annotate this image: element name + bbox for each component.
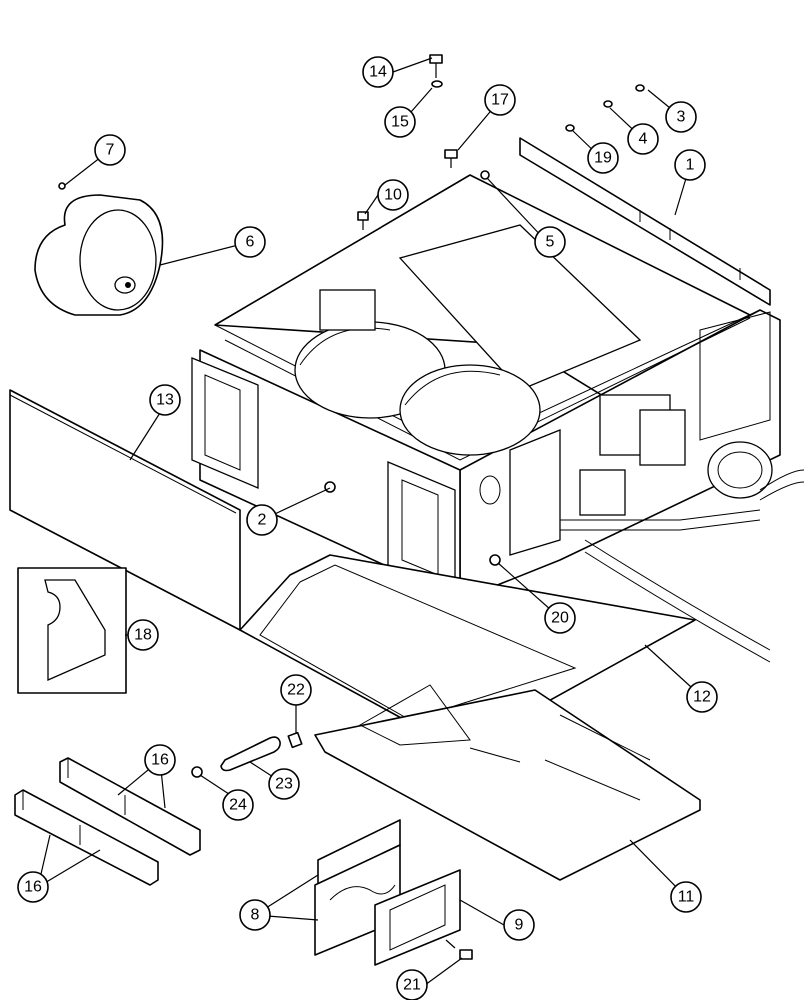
callout-4: 4	[627, 123, 659, 155]
callout-label: 16	[24, 879, 42, 896]
callout-10: 10	[377, 179, 409, 211]
callout-label: 2	[258, 512, 267, 529]
callout-label: 11	[678, 889, 695, 906]
callout-8: 8	[239, 899, 271, 931]
callout-22: 22	[280, 674, 312, 706]
callout-2: 2	[246, 504, 278, 536]
callout-label: 14	[369, 64, 387, 81]
callout-1: 1	[674, 149, 706, 181]
callout-6: 6	[234, 226, 266, 258]
callout-label: 3	[677, 109, 686, 126]
callout-label: 4	[639, 131, 648, 148]
callout-23: 23	[268, 768, 300, 800]
hardware	[58, 54, 645, 960]
callout-label: 1	[686, 157, 695, 174]
callout-9: 9	[503, 909, 535, 941]
callout-label: 16	[151, 752, 169, 769]
callout-label: 17	[491, 92, 509, 109]
callout-15: 15	[384, 106, 416, 138]
callout-label: 22	[287, 682, 305, 699]
blower-wheel	[34, 194, 164, 316]
callout-label: 19	[594, 150, 612, 167]
callout-label: 18	[134, 627, 152, 644]
side-panel	[9, 389, 241, 631]
callout-12: 12	[686, 681, 718, 713]
callout-label: 6	[246, 234, 255, 251]
drain-tube	[191, 731, 303, 778]
callout-label: 5	[546, 234, 555, 251]
callout-label: 8	[251, 907, 260, 924]
callout-label: 21	[403, 977, 421, 994]
callout-11: 11	[670, 881, 702, 913]
cover-plate	[314, 684, 701, 881]
callout-label: 15	[391, 114, 409, 131]
callout-18: 18	[127, 619, 159, 651]
callout-5: 5	[534, 226, 566, 258]
callout-13: 13	[149, 384, 181, 416]
callout-label: 9	[515, 917, 524, 934]
gasket-frame	[239, 554, 696, 751]
callout-label: 12	[693, 689, 711, 706]
callout-24: 24	[222, 789, 254, 821]
callout-20: 20	[544, 602, 576, 634]
callout-label: 24	[229, 797, 247, 814]
duct-adapters	[314, 819, 461, 966]
callout-label: 10	[384, 187, 402, 204]
callout-label: 13	[156, 392, 174, 409]
callout-7: 7	[94, 134, 126, 166]
callout-3: 3	[665, 101, 697, 133]
callout-16-lower: 16	[17, 871, 49, 903]
callout-19: 19	[587, 142, 619, 174]
foam-strips	[14, 757, 201, 886]
callout-label: 23	[275, 776, 293, 793]
callout-label: 20	[551, 610, 569, 627]
callout-label: 7	[106, 142, 115, 159]
hvac-housing	[191, 137, 804, 663]
callout-21: 21	[396, 969, 428, 1000]
callout-16-upper: 16	[144, 744, 176, 776]
callout-14: 14	[362, 56, 394, 88]
callout-17: 17	[484, 84, 516, 116]
bracket-detail	[17, 567, 127, 694]
